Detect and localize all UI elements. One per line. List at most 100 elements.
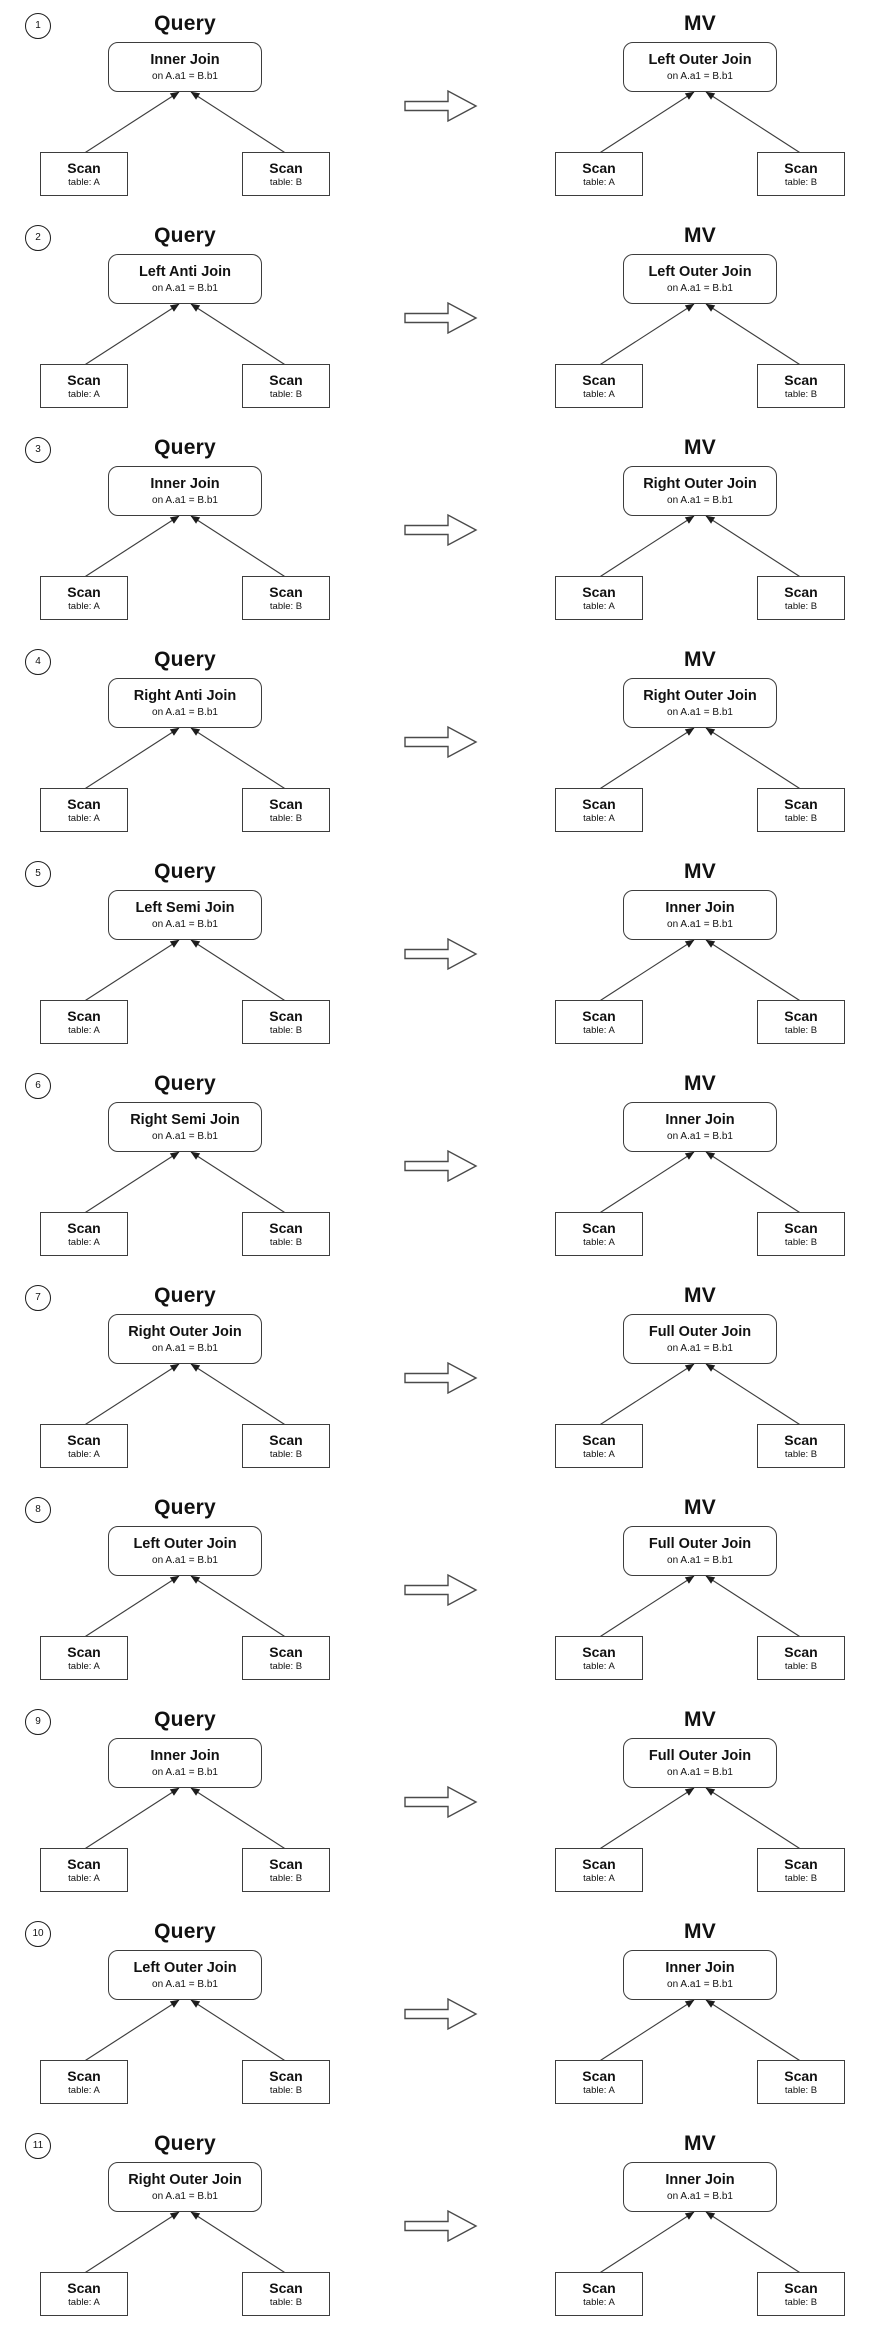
query-scan-b-table: table: B: [269, 1661, 303, 1673]
query-scan-b-table: table: B: [269, 177, 303, 189]
query-tree-edges-icon: [82, 939, 288, 1003]
mv-tree-edges-icon: [597, 91, 803, 155]
query-tree: Query Left Outer Join on A.a1 = B.b1 Sca…: [30, 1496, 340, 1680]
query-join-type: Inner Join: [150, 475, 220, 492]
query-tree-title: Query: [154, 1920, 216, 1943]
rule-number-badge: 8: [25, 1497, 51, 1523]
query-tree-edges-icon: [82, 91, 288, 155]
query-scan-a-table: table: A: [68, 1661, 100, 1673]
mv-tree-edges-icon: [597, 1999, 803, 2063]
rule-number: 10: [32, 1928, 44, 1939]
query-tree: Query Left Anti Join on A.a1 = B.b1 Scan…: [30, 224, 340, 408]
query-join-type: Right Semi Join: [130, 1111, 240, 1128]
mv-scan-b-label: Scan: [784, 1219, 818, 1236]
query-tree-title: Query: [154, 1496, 216, 1519]
mv-join-type: Full Outer Join: [648, 1535, 752, 1552]
query-scan-b-table: table: B: [269, 813, 303, 825]
mv-scan-a-node: Scan table: A: [555, 2060, 643, 2104]
query-scan-a-table: table: A: [68, 177, 100, 189]
rewrite-rule-row: 9 Query Inner Join on A.a1 = B.b1 Scan t…: [0, 1696, 885, 1908]
rewrite-rule-row: 7 Query Right Outer Join on A.a1 = B.b1 …: [0, 1272, 885, 1484]
query-join-type: Right Outer Join: [128, 2171, 242, 2188]
query-join-condition: on A.a1 = B.b1: [152, 1767, 218, 1779]
mv-tree: MV Right Outer Join on A.a1 = B.b1 Scan …: [545, 436, 855, 620]
query-scan-b-node: Scan table: B: [242, 788, 330, 832]
mv-join-condition: on A.a1 = B.b1: [667, 1767, 733, 1779]
query-join-node: Inner Join on A.a1 = B.b1: [108, 42, 262, 92]
query-scan-a-table: table: A: [68, 389, 100, 401]
query-scan-a-table: table: A: [68, 2085, 100, 2097]
query-tree-title: Query: [154, 648, 216, 671]
rule-number-badge: 11: [25, 2133, 51, 2159]
rewrite-rule-row: 10 Query Left Outer Join on A.a1 = B.b1 …: [0, 1908, 885, 2120]
mv-scan-a-label: Scan: [582, 159, 616, 176]
mv-tree-title: MV: [684, 648, 716, 671]
mv-scan-b-table: table: B: [784, 2085, 818, 2097]
query-scan-a-label: Scan: [67, 795, 101, 812]
query-tree-title: Query: [154, 2132, 216, 2155]
query-scan-a-label: Scan: [67, 1431, 101, 1448]
query-scan-b-label: Scan: [269, 1007, 303, 1024]
mv-tree-title: MV: [684, 1284, 716, 1307]
query-tree-title: Query: [154, 1072, 216, 1095]
query-scan-b-table: table: B: [269, 1873, 303, 1885]
mv-join-type: Full Outer Join: [648, 1323, 752, 1340]
query-scan-a-label: Scan: [67, 1643, 101, 1660]
query-scan-b-label: Scan: [269, 795, 303, 812]
mv-tree-title: MV: [684, 1072, 716, 1095]
query-join-node: Left Outer Join on A.a1 = B.b1: [108, 1950, 262, 2000]
query-scan-a-node: Scan table: A: [40, 1212, 128, 1256]
query-tree-title: Query: [154, 1708, 216, 1731]
query-scan-b-table: table: B: [269, 2297, 303, 2309]
mv-join-type: Inner Join: [665, 2171, 735, 2188]
mv-tree: MV Inner Join on A.a1 = B.b1 Scan table:…: [545, 1072, 855, 1256]
rewrite-arrow-icon: [403, 722, 479, 762]
mv-tree-title: MV: [684, 436, 716, 459]
rewrite-rule-row: 2 Query Left Anti Join on A.a1 = B.b1 Sc…: [0, 212, 885, 424]
mv-scan-b-node: Scan table: B: [757, 1636, 845, 1680]
rewrite-rule-row: 3 Query Inner Join on A.a1 = B.b1 Scan t…: [0, 424, 885, 636]
mv-scan-a-label: Scan: [582, 1431, 616, 1448]
mv-tree: MV Left Outer Join on A.a1 = B.b1 Scan t…: [545, 224, 855, 408]
mv-tree-title: MV: [684, 860, 716, 883]
query-join-type: Right Anti Join: [133, 687, 237, 704]
rule-number-badge: 7: [25, 1285, 51, 1311]
query-scan-b-label: Scan: [269, 1855, 303, 1872]
mv-join-condition: on A.a1 = B.b1: [667, 1343, 733, 1355]
mv-join-type: Inner Join: [665, 1959, 735, 1976]
mv-scan-a-table: table: A: [583, 1661, 615, 1673]
mv-join-condition: on A.a1 = B.b1: [667, 1131, 733, 1143]
query-tree-title: Query: [154, 224, 216, 247]
mv-join-condition: on A.a1 = B.b1: [667, 1979, 733, 1991]
rule-number: 8: [35, 1504, 41, 1515]
mv-tree-edges-icon: [597, 515, 803, 579]
query-tree-edges-icon: [82, 1363, 288, 1427]
mv-scan-a-label: Scan: [582, 795, 616, 812]
mv-scan-a-label: Scan: [582, 1219, 616, 1236]
mv-tree: MV Left Outer Join on A.a1 = B.b1 Scan t…: [545, 12, 855, 196]
mv-scan-a-label: Scan: [582, 1643, 616, 1660]
rule-number: 7: [35, 1292, 41, 1303]
mv-tree: MV Full Outer Join on A.a1 = B.b1 Scan t…: [545, 1284, 855, 1468]
mv-scan-a-label: Scan: [582, 2279, 616, 2296]
rewrite-arrow-icon: [403, 1358, 479, 1398]
mv-scan-a-node: Scan table: A: [555, 576, 643, 620]
mv-scan-a-label: Scan: [582, 371, 616, 388]
query-scan-a-node: Scan table: A: [40, 152, 128, 196]
rule-number-badge: 1: [25, 13, 51, 39]
query-tree-edges-icon: [82, 1787, 288, 1851]
rewrite-rule-row: 11 Query Right Outer Join on A.a1 = B.b1…: [0, 2120, 885, 2332]
query-join-node: Right Outer Join on A.a1 = B.b1: [108, 2162, 262, 2212]
query-tree-edges-icon: [82, 515, 288, 579]
query-scan-a-label: Scan: [67, 1855, 101, 1872]
mv-scan-b-table: table: B: [784, 1449, 818, 1461]
mv-scan-b-label: Scan: [784, 2279, 818, 2296]
query-scan-b-label: Scan: [269, 1219, 303, 1236]
query-tree-edges-icon: [82, 1999, 288, 2063]
query-tree: Query Right Outer Join on A.a1 = B.b1 Sc…: [30, 2132, 340, 2316]
query-scan-b-label: Scan: [269, 1643, 303, 1660]
mv-scan-b-node: Scan table: B: [757, 788, 845, 832]
query-join-node: Right Outer Join on A.a1 = B.b1: [108, 1314, 262, 1364]
query-join-type: Right Outer Join: [128, 1323, 242, 1340]
mv-join-type: Right Outer Join: [643, 687, 757, 704]
